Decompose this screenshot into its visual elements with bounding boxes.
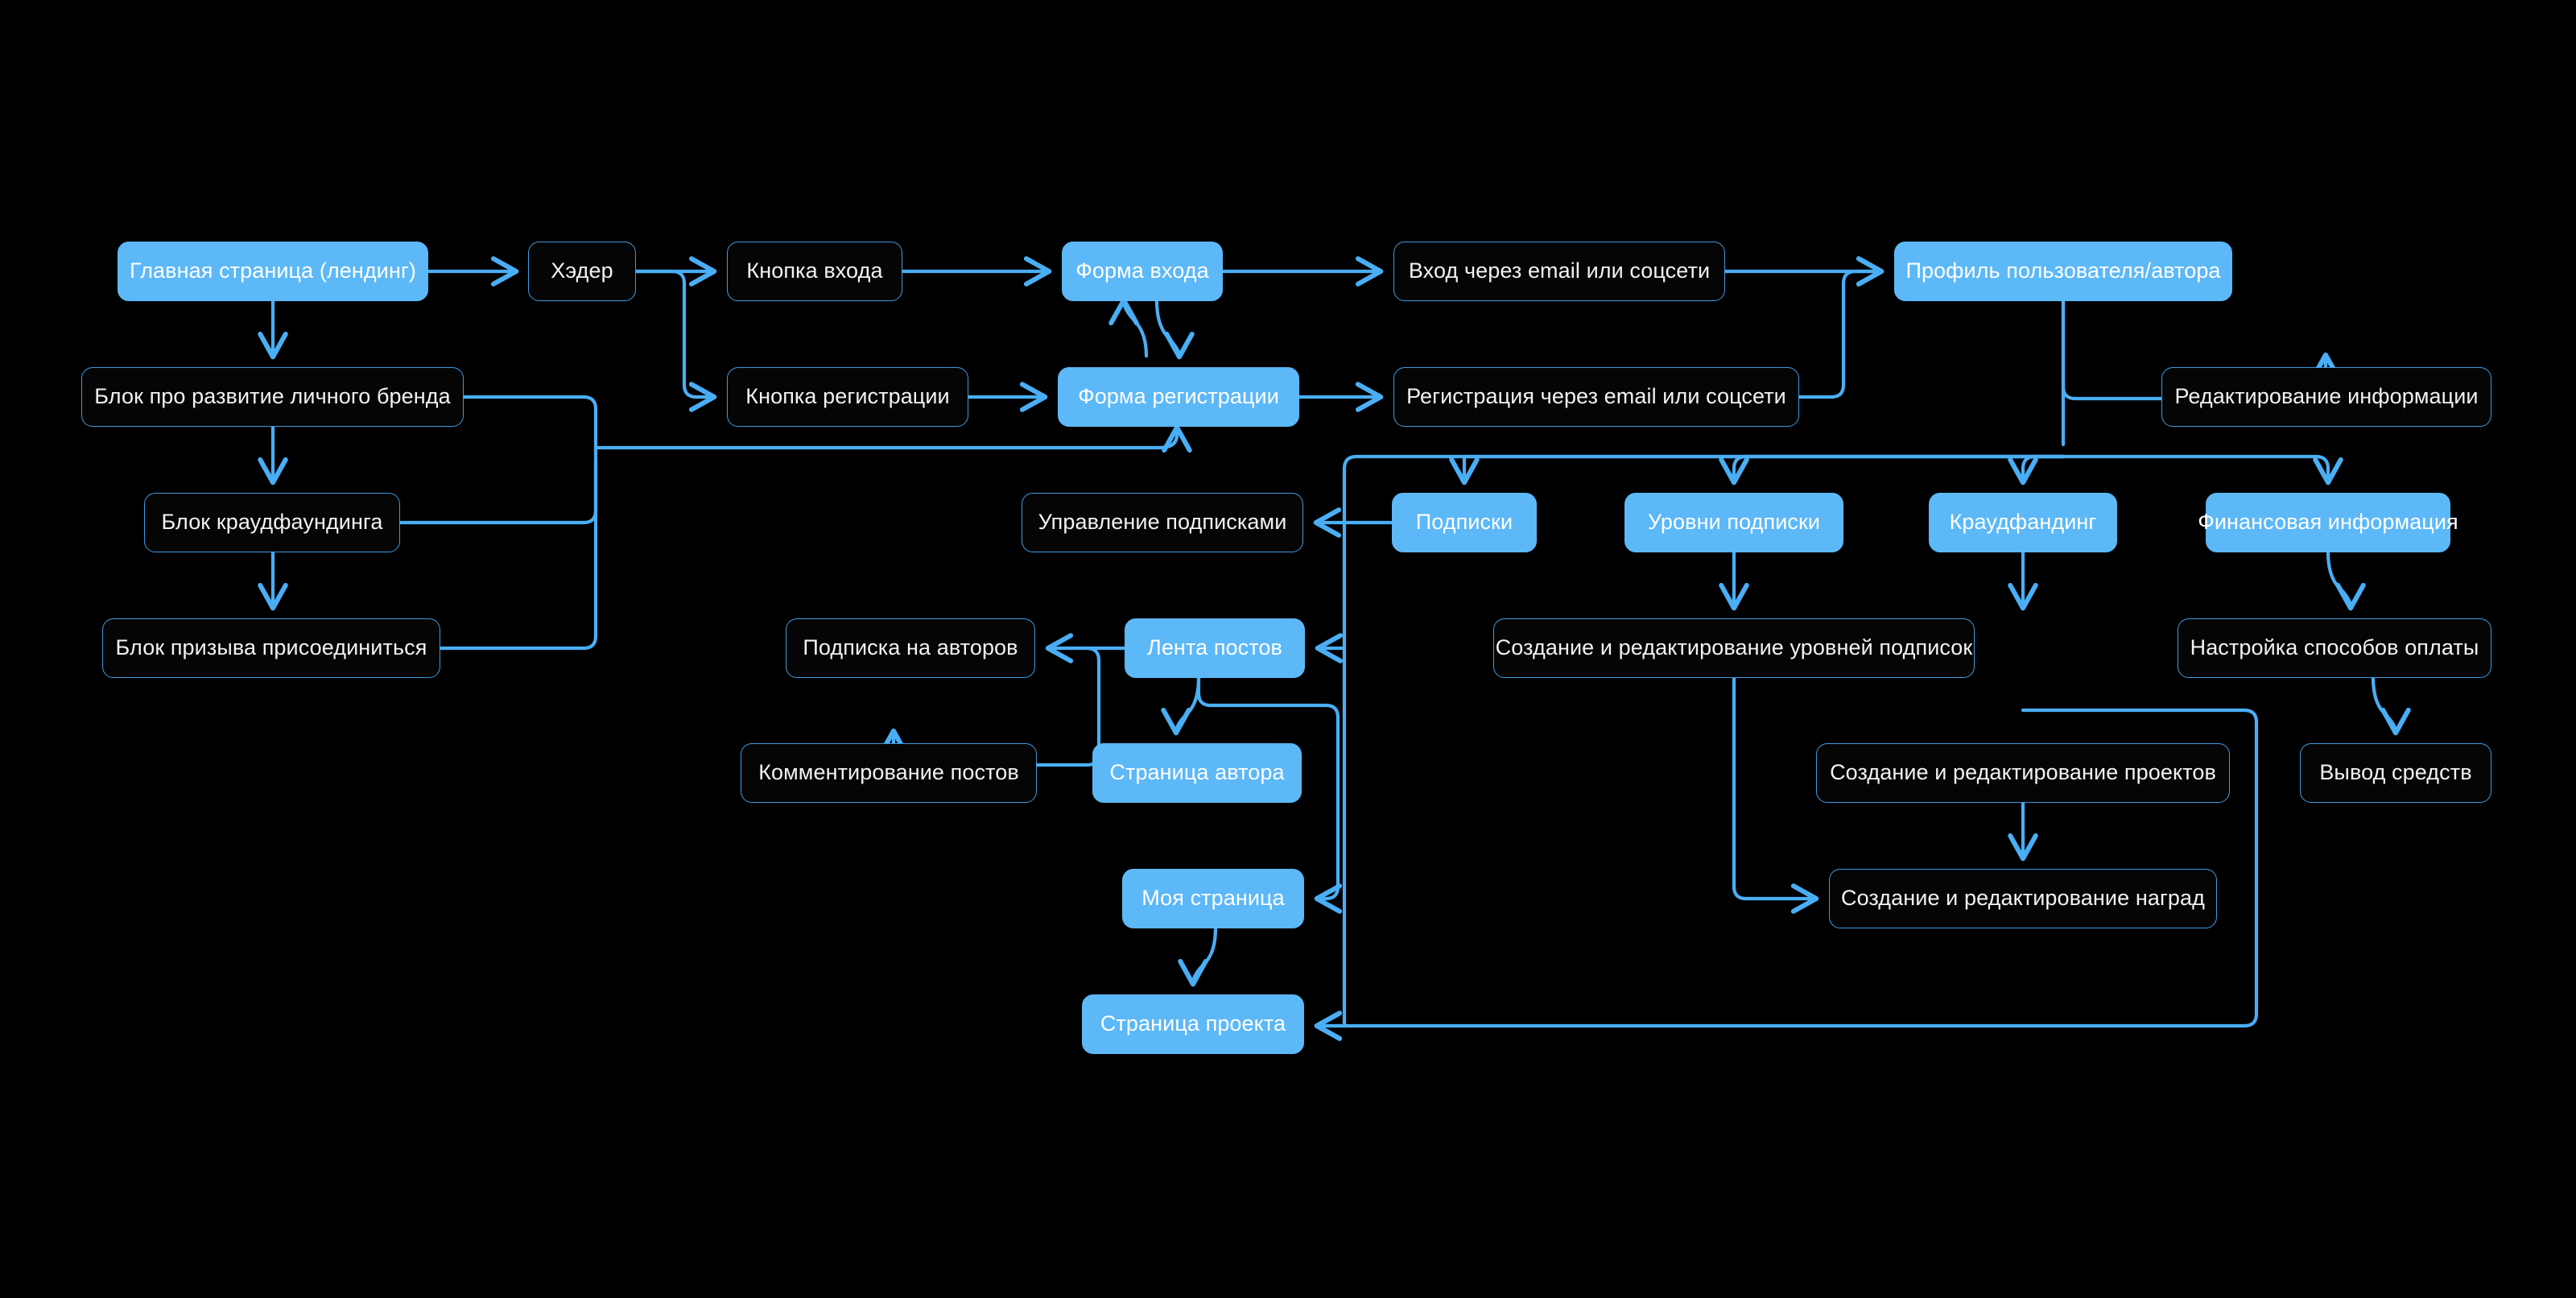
node-comment-posts[interactable]: Комментирование постов: [741, 743, 1037, 803]
node-label: Кнопка входа: [746, 258, 883, 283]
node-label: Блок призыва присоединиться: [115, 635, 427, 660]
edge-header-register-button: [634, 269, 717, 412]
node-label: Создание и редактирование наград: [1841, 886, 2205, 911]
node-create-projects[interactable]: Создание и редактирование проектов: [1816, 743, 2230, 803]
edge-bus-subscriptions: [1449, 454, 2066, 486]
edge-trunk-register-form: [593, 424, 1192, 453]
node-label: Кнопка регистрации: [745, 384, 950, 409]
edge-bus-sub-levels: [1719, 454, 2066, 486]
edge-finance-payment: [2326, 550, 2366, 611]
edge-bus-crowdfunding: [2008, 454, 2066, 486]
node-label: Настройка способов оплаты: [2190, 635, 2479, 660]
node-edit-info[interactable]: Редактирование информации: [2161, 367, 2491, 427]
node-subscriptions[interactable]: Подписки: [1392, 493, 1537, 552]
node-create-sub-levels[interactable]: Создание и редактирование уровней подпис…: [1493, 618, 1975, 678]
node-label: Краудфандинг: [1949, 510, 2097, 535]
node-label: Редактирование информации: [2174, 384, 2479, 409]
node-register-button[interactable]: Кнопка регистрации: [727, 367, 968, 427]
node-label: Лента постов: [1147, 635, 1282, 660]
edge-posts-author-page: [1161, 676, 1201, 736]
node-label: Управление подписками: [1038, 510, 1287, 535]
node-login-via[interactable]: Вход через email или соцсети: [1393, 242, 1725, 301]
node-sub-levels[interactable]: Уровни подписки: [1624, 493, 1843, 552]
node-author-page[interactable]: Страница автора: [1092, 743, 1302, 803]
node-crowdfunding[interactable]: Краудфандинг: [1929, 493, 2117, 552]
node-posts-feed[interactable]: Лента постов: [1125, 618, 1305, 678]
node-label: Блок краудфаундинга: [161, 510, 383, 535]
node-brand-block[interactable]: Блок про развитие личного бренда: [81, 367, 464, 427]
node-label: Регистрация через email или соцсети: [1406, 384, 1786, 409]
edge-join-trunk: [438, 457, 598, 651]
node-finance-info[interactable]: Финансовая информация: [2198, 493, 2458, 552]
node-login-button[interactable]: Кнопка входа: [727, 242, 902, 301]
node-withdraw-funds[interactable]: Вывод средств: [2300, 743, 2491, 803]
node-label: Создание и редактирование уровней подпис…: [1495, 635, 1973, 660]
node-label: Моя страница: [1141, 886, 1285, 911]
node-label: Уровни подписки: [1647, 510, 1821, 535]
edge-bus-finance: [2061, 454, 2343, 486]
node-profile[interactable]: Профиль пользователя/автора: [1894, 242, 2232, 301]
edge-create-sub-levels-rewards: [1732, 676, 1819, 914]
node-payment-setup[interactable]: Настройка способов оплаты: [2178, 618, 2491, 678]
node-register-via[interactable]: Регистрация через email или соцсети: [1393, 367, 1799, 427]
node-label: Форма регистрации: [1078, 384, 1279, 409]
node-my-page[interactable]: Моя страница: [1122, 869, 1304, 928]
node-label: Страница автора: [1109, 760, 1285, 785]
edge-brand-trunk: [461, 395, 598, 450]
node-label: Форма входа: [1075, 258, 1209, 283]
node-join-block[interactable]: Блок призыва присоединиться: [102, 618, 440, 678]
node-project-page[interactable]: Страница проекта: [1082, 994, 1304, 1054]
node-label: Страница проекта: [1100, 1011, 1286, 1036]
node-label: Вход через email или соцсети: [1408, 258, 1711, 283]
edge-payment-withdraw: [2371, 676, 2411, 736]
node-label: Вывод средств: [2319, 760, 2472, 785]
node-follow-authors[interactable]: Подписка на авторов: [786, 618, 1035, 678]
node-label: Подписка на авторов: [803, 635, 1018, 660]
node-label: Главная страница (лендинг): [130, 258, 416, 283]
node-label: Подписки: [1415, 510, 1513, 535]
node-label: Профиль пользователя/автора: [1905, 258, 2221, 283]
edge-register-form-login-form-up: [1108, 297, 1149, 358]
node-label: Хэдер: [551, 258, 613, 283]
node-login-form[interactable]: Форма входа: [1062, 242, 1223, 301]
edge-crowdfunding-block-trunk: [398, 445, 598, 525]
node-create-rewards[interactable]: Создание и редактирование наград: [1829, 869, 2217, 928]
node-label: Блок про развитие личного бренда: [94, 384, 451, 409]
node-landing[interactable]: Главная страница (лендинг): [118, 242, 428, 301]
node-manage-subs[interactable]: Управление подписками: [1022, 493, 1303, 552]
node-register-form[interactable]: Форма регистрации: [1058, 367, 1299, 427]
node-header[interactable]: Хэдер: [528, 242, 636, 301]
node-label: Финансовая информация: [2198, 510, 2458, 535]
edge-my-page-project-page: [1178, 926, 1218, 987]
edge-register-via-profile: [1797, 256, 1885, 399]
node-label: Комментирование постов: [758, 760, 1019, 785]
edge-login-form-register-form-down: [1154, 299, 1195, 360]
node-label: Создание и редактирование проектов: [1830, 760, 2216, 785]
node-crowdfunding-block[interactable]: Блок краудфаундинга: [144, 493, 400, 552]
